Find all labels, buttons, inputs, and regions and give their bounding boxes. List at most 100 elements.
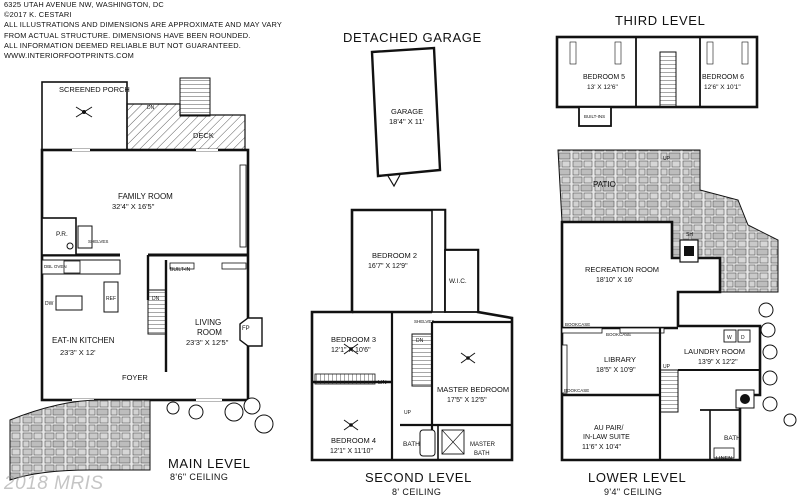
label-dn-stairs: DN	[152, 296, 160, 302]
third-level-outline	[555, 35, 759, 109]
label-living-dims: 23'3" X 12'5"	[186, 338, 229, 347]
label-up-second: UP	[404, 410, 412, 416]
label-w: W	[727, 335, 732, 341]
disclaimer-line-3: ALL INFORMATION DEEMED RELIABLE BUT NOT …	[4, 40, 242, 50]
label-wic: W.I.C.	[449, 278, 467, 285]
label-family-room-dims: 32'4" X 16'5"	[112, 202, 155, 211]
label-au-pair: AU PAIR/	[594, 425, 623, 432]
watermark-text: 2018 MRIS	[4, 473, 104, 494]
label-deck: DECK	[193, 131, 214, 140]
third-level-title: THIRD LEVEL	[615, 13, 706, 28]
garage-outline	[370, 46, 442, 178]
label-dn-deck: DN	[147, 105, 155, 111]
landscaping-shrubs	[166, 397, 274, 434]
label-living: LIVING	[195, 318, 221, 327]
second-level-title: SECOND LEVEL	[365, 470, 472, 485]
disclaimer-line-1: ALL ILLUSTRATIONS AND DIMENSIONS ARE APP…	[4, 20, 283, 30]
label-built-in-main: BUILT-IN	[170, 267, 191, 273]
label-foyer: FOYER	[122, 373, 148, 382]
label-pr: P.R.	[56, 231, 68, 238]
copyright-text: ©2017 K. CESTARI	[4, 10, 72, 20]
label-dw: DW	[45, 301, 54, 307]
garage-title: DETACHED GARAGE	[343, 30, 482, 45]
label-d: D	[741, 335, 745, 341]
label-recreation-room-dims: 18'10" X 16'	[596, 277, 633, 284]
label-living-2: ROOM	[197, 328, 222, 337]
lower-stairs	[659, 369, 679, 413]
label-master-bath: MASTER	[470, 442, 496, 448]
label-master-bedroom: MASTER BEDROOM	[437, 385, 509, 394]
label-bookcase-2: BOOKCASE	[606, 332, 631, 337]
main-stairs	[147, 289, 167, 335]
main-level-ceiling: 8'6" CEILING	[170, 472, 229, 482]
label-library: LIBRARY	[604, 355, 636, 364]
lower-level-plan: PATIO RECREATION ROOM 18'10" X 16' LIBRA…	[557, 149, 797, 462]
label-master-bedroom-dims: 17'5" X 12'5"	[447, 397, 487, 404]
label-master-bath-2: BATH	[474, 451, 490, 457]
label-up-lower: UP	[663, 364, 671, 370]
main-level-plan: SCREENED PORCH DECK FAMILY ROOM 32'4" X …	[9, 77, 274, 481]
label-garage-dims: 18'4" X 11'	[389, 117, 425, 126]
ceiling-fan-icon	[343, 343, 359, 355]
label-laundry-room-dims: 13'9" X 12'2"	[698, 359, 738, 366]
label-shelves-second: SHELVES	[414, 319, 434, 324]
label-bedroom3: BEDROOM 3	[331, 335, 376, 344]
label-shelves-main: SHELVES	[88, 239, 108, 244]
label-lin: LIN	[378, 380, 387, 386]
label-laundry-room: LAUNDRY ROOM	[684, 347, 745, 356]
label-family-room: FAMILY ROOM	[118, 192, 173, 201]
ceiling-fan-icon	[460, 352, 476, 364]
ceiling-fan-icon	[343, 419, 359, 431]
deck-stairs	[179, 77, 211, 117]
front-walkway	[9, 399, 151, 481]
label-bedroom5: BEDROOM 5	[583, 74, 625, 81]
label-bedroom4: BEDROOM 4	[331, 436, 376, 445]
label-bedroom6-dims: 12'6" X 10'1"	[704, 84, 741, 91]
label-bedroom2: BEDROOM 2	[372, 251, 417, 260]
label-up-patio: UP	[663, 156, 671, 162]
label-library-dims: 18'5" X 10'9"	[596, 367, 636, 374]
website-text: WWW.INTERIORFOOTPRINTS.COM	[4, 51, 135, 61]
label-dn-second: DN	[416, 338, 424, 344]
main-level-outline	[40, 148, 250, 402]
label-bedroom6: BEDROOM 6	[702, 74, 744, 81]
label-screened-porch: SCREENED PORCH	[59, 85, 130, 94]
label-ref: REF	[106, 296, 116, 302]
lower-level-title: LOWER LEVEL	[588, 470, 687, 485]
label-bedroom3-dims: 12'1" X 10'6"	[331, 347, 371, 354]
lower-level-ceiling: 9'4" CEILING	[604, 487, 663, 497]
label-bookcase-1: BOOKCASE	[565, 322, 590, 327]
label-linen: LINEN	[716, 456, 732, 462]
label-recreation-room: RECREATION ROOM	[585, 265, 659, 274]
landscaping-shrubs	[758, 302, 797, 427]
label-garage: GARAGE	[391, 107, 423, 116]
ceiling-fan-icon	[75, 106, 93, 118]
label-au-pair-dims: 11'6" X 10'4"	[582, 444, 622, 451]
label-fp: FP	[242, 326, 250, 332]
disclaimer-line-2: FROM ACTUAL STRUCTURE. DIMENSIONS HAVE B…	[4, 30, 251, 40]
label-kitchen-dims: 23'3" X 12'	[60, 348, 96, 357]
second-level-plan: BEDROOM 2 16'7" X 12'9" W.I.C. BEDROOM 3…	[310, 208, 514, 462]
address-text: 6325 UTAH AVENUE NW, WASHINGTON, DC	[4, 0, 164, 9]
label-bedroom2-dims: 16'7" X 12'9"	[368, 263, 408, 270]
screened-porch-outline	[41, 81, 128, 151]
label-lower-bath: BATH	[724, 435, 741, 442]
label-au-pair-2: IN-LAW SUITE	[583, 434, 630, 441]
third-level-plan: BEDROOM 5 13' X 12'6" BEDROOM 6 12'6" X …	[555, 35, 759, 127]
plan-header: 6325 UTAH AVENUE NW, WASHINGTON, DC ©201…	[4, 0, 282, 61]
label-built-ins: BUILT-INS	[584, 114, 605, 119]
label-sh: SH	[686, 232, 693, 238]
label-dbl-oven: DBL OVEN	[44, 264, 67, 269]
label-kitchen: EAT-IN KITCHEN	[52, 336, 115, 345]
main-level-title: MAIN LEVEL	[168, 456, 251, 471]
label-bath-second: BATH	[403, 441, 420, 448]
label-bedroom4-dims: 12'1" X 11'10"	[330, 448, 373, 455]
third-stairs	[659, 51, 677, 108]
second-level-ceiling: 8' CEILING	[392, 487, 442, 497]
label-bedroom5-dims: 13' X 12'6"	[587, 84, 619, 91]
fireplace-icon	[239, 317, 263, 347]
garage-plan: GARAGE 18'4" X 11'	[370, 46, 442, 188]
label-bookcase-3: BOOKCASE	[564, 388, 589, 393]
label-patio: PATIO	[593, 180, 616, 189]
